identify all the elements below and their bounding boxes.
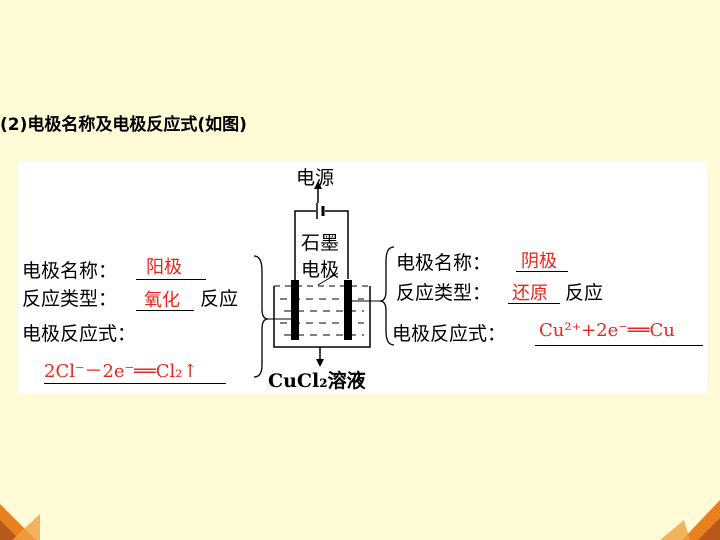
right-name-underline xyxy=(516,271,568,272)
section-heading: (2)电极名称及电极反应式(如图) xyxy=(0,115,247,135)
left-equation-underline xyxy=(44,383,226,384)
electrolysis-cell-diagram xyxy=(253,181,395,378)
left-type-label: 反应类型： xyxy=(22,288,118,310)
right-electrode xyxy=(344,280,352,340)
right-equation-label: 电极反应式： xyxy=(392,323,507,345)
left-equation-answer: 2Cl⁻－2e⁻══Cl₂↑ xyxy=(44,361,198,382)
left-type-underline xyxy=(136,310,194,311)
corner-decoration-right xyxy=(660,500,720,540)
left-name-label: 电极名称： xyxy=(22,260,118,282)
corner-decoration-left xyxy=(0,504,40,540)
right-equation-answer: Cu²⁺+2e⁻══Cu xyxy=(539,320,675,341)
left-bracket xyxy=(253,255,269,378)
left-name-underline xyxy=(136,279,206,280)
graphite-pointer xyxy=(317,272,339,286)
left-electrode xyxy=(291,280,299,340)
power-arrow-head xyxy=(314,181,322,189)
right-type-underline xyxy=(508,303,560,304)
solution-arrow-head xyxy=(316,359,324,367)
left-type-suffix: 反应 xyxy=(200,288,239,310)
right-name-answer: 阴极 xyxy=(521,251,557,272)
left-type-answer: 氧化 xyxy=(144,290,180,311)
right-equation-underline xyxy=(535,345,703,346)
graphite-label-line2: 电极 xyxy=(301,259,340,281)
beaker xyxy=(273,286,371,348)
left-name-answer: 阳极 xyxy=(146,257,182,278)
left-equation-label: 电极反应式： xyxy=(22,323,137,345)
right-type-label: 反应类型： xyxy=(396,282,492,304)
left-wire xyxy=(294,210,316,286)
right-wire xyxy=(325,210,349,279)
right-type-suffix: 反应 xyxy=(565,282,604,304)
solution-label: CuCl₂溶液 xyxy=(268,370,366,392)
right-type-answer: 还原 xyxy=(512,283,548,304)
power-source-label: 电源 xyxy=(296,167,335,189)
right-name-label: 电极名称： xyxy=(396,252,492,274)
electrolysis-figure: 电源 石墨 电极 CuCl₂溶液 电极名称： 阳极 反应类型： 氧化 反应 电极… xyxy=(18,161,707,394)
graphite-label-line1: 石墨 xyxy=(301,232,340,254)
